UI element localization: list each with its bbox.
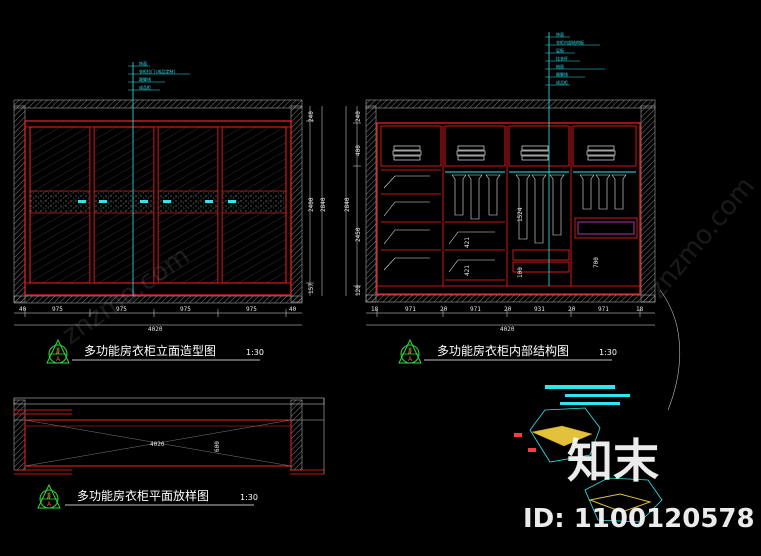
shelves <box>381 169 638 281</box>
elevation-title-symbol: JJ A <box>46 338 70 364</box>
dim-right-3: 2840 <box>320 197 327 212</box>
interior-scale: 1:30 <box>599 348 617 357</box>
inote-5: 抽屉 <box>556 63 564 69</box>
inote-6: 踢脚线 <box>556 71 568 77</box>
idim-b-9: 18 <box>636 306 644 313</box>
hanging-clothes <box>451 174 627 244</box>
idim-inner-1: 1524 <box>517 207 524 222</box>
idim-left-3: 2840 <box>344 197 351 212</box>
isymbol-bottom: A <box>408 356 413 363</box>
dim-overall: 4020 <box>148 326 163 333</box>
elevation-scale: 1:30 <box>246 348 264 357</box>
ceiling <box>13 99 303 109</box>
cabinet-outline <box>24 120 292 296</box>
idim-inner-2: 421 <box>464 237 471 248</box>
plan-dim-width: 4020 <box>150 441 165 448</box>
plan-title-symbol: JJ A <box>37 483 61 509</box>
elevation-notes: 饰面 衣柜拉门(成品定制) 踢脚线 成品柜 <box>128 60 190 91</box>
detail-sketch <box>514 289 681 523</box>
inote-4: 挂衣杆 <box>556 55 568 61</box>
door-handles <box>78 200 236 203</box>
dim-right-4: 157 <box>308 283 315 294</box>
note-3: 踢脚线 <box>139 76 151 82</box>
note-4: 成品柜 <box>139 84 151 90</box>
idim-left-1: 240 <box>355 111 362 122</box>
door-panels <box>29 126 287 284</box>
interior-title: 多功能房衣柜内部结构图 <box>437 343 569 358</box>
symbol-bottom: A <box>56 356 61 363</box>
folded-clothes <box>392 145 616 161</box>
watermark-id: ID: 1100120578 <box>523 504 755 534</box>
dim-right-2: 2400 <box>308 197 315 212</box>
idim-b-4: 971 <box>470 306 481 313</box>
interior-notes: 饰面 衣柜内部结构板 层板 挂衣杆 抽屉 踢脚线 成品柜 <box>545 31 605 86</box>
interior-outline <box>376 122 641 295</box>
top-compartments <box>380 125 637 286</box>
idim-left-4: 2450 <box>355 227 362 242</box>
plan-view: 4020 600 JJ A 多功能房衣柜平面放样图 1:30 <box>13 397 325 509</box>
dim-b-5: 975 <box>246 306 257 313</box>
isymbol-top: JJ <box>407 347 412 354</box>
watermark-brand: 知末 <box>567 434 659 488</box>
idim-overall: 4020 <box>500 326 515 333</box>
idim-b-6: 931 <box>534 306 545 313</box>
inote-7: 成品柜 <box>556 79 568 85</box>
dim-b-2: 975 <box>52 306 63 313</box>
note-1: 饰面 <box>139 60 147 66</box>
inote-2: 衣柜内部结构板 <box>556 39 584 45</box>
dim-right-1: 240 <box>308 111 315 122</box>
psymbol-top: JJ <box>46 492 51 499</box>
inote-1: 饰面 <box>556 31 564 37</box>
idim-inner-4: 100 <box>517 267 524 278</box>
note-2: 衣柜拉门(成品定制) <box>139 68 176 74</box>
elevation-bottom-dims <box>14 309 302 326</box>
plan-dim-depth: 600 <box>214 441 221 452</box>
idim-left-5: 120 <box>355 285 362 296</box>
elevation-right-dims <box>306 106 323 296</box>
front-elevation: 饰面 衣柜拉门(成品定制) 踢脚线 成品柜 240 2400 2840 157 … <box>13 60 327 364</box>
floor-2 <box>365 294 656 303</box>
inote-3: 层板 <box>556 47 564 53</box>
dim-b-4: 975 <box>180 306 191 313</box>
idim-b-7: 20 <box>568 306 576 313</box>
idim-left-2: 400 <box>355 145 362 156</box>
plan-scale: 1:30 <box>240 493 258 502</box>
dim-b-3: 975 <box>116 306 127 313</box>
psymbol-bottom: A <box>47 501 52 508</box>
symbol-top: JJ <box>55 347 60 354</box>
interior-structure: 饰面 衣柜内部结构板 层板 挂衣杆 抽屉 踢脚线 成品柜 240 400 284… <box>344 31 656 364</box>
elevation-title: 多功能房衣柜立面造型图 <box>84 343 216 358</box>
idim-inner-3: 421 <box>464 265 471 276</box>
watermark-diagonal-2: znzmo.com <box>642 172 760 305</box>
floor <box>13 295 303 304</box>
wall-left-2 <box>365 105 377 303</box>
wall-left <box>13 105 26 303</box>
plan-title: 多功能房衣柜平面放样图 <box>77 488 209 503</box>
ceiling-2 <box>365 99 656 109</box>
idim-b-2: 971 <box>405 306 416 313</box>
idim-inner-5: 700 <box>593 257 600 268</box>
idim-b-1: 18 <box>371 306 379 313</box>
dim-b-6: 40 <box>289 306 297 313</box>
idim-b-3: 20 <box>440 306 448 313</box>
dim-b-1: 40 <box>19 306 27 313</box>
wall-right <box>290 105 303 303</box>
idim-b-8: 971 <box>598 306 609 313</box>
interior-title-symbol: JJ A <box>398 338 422 364</box>
idim-b-5: 20 <box>504 306 512 313</box>
